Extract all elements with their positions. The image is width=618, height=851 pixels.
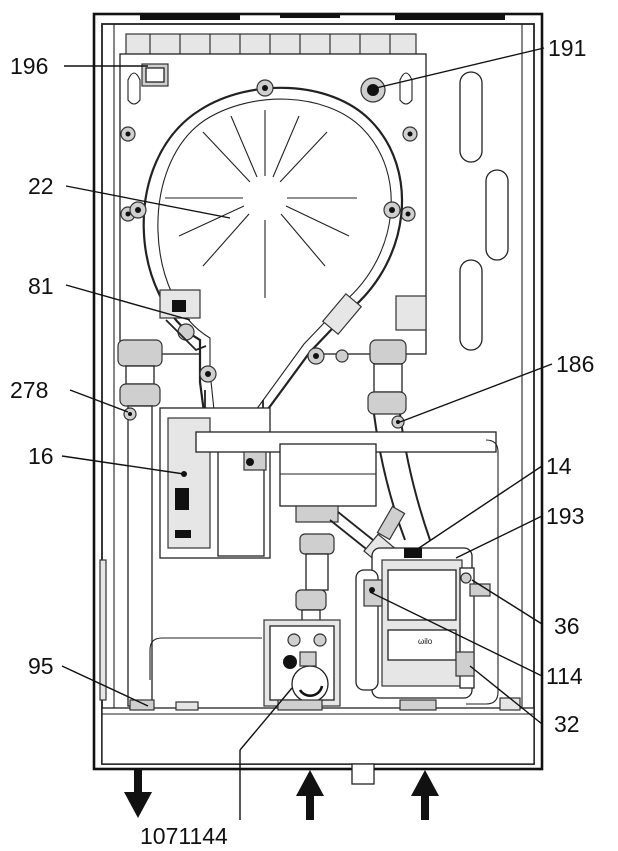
label-14: 14 [546, 453, 572, 479]
gas-supply-pipe [295, 533, 335, 629]
gas-valve [263, 619, 341, 707]
part-22-burner-housing [129, 79, 404, 445]
drawing-number: 1071144 [140, 823, 228, 849]
label-36: 36 [554, 613, 580, 639]
svg-text:ωilo: ωilo [418, 637, 433, 646]
leader-lines [61, 47, 553, 820]
label-196: 196 [10, 53, 48, 79]
label-193: 193 [546, 503, 584, 529]
label-114: 114 [546, 663, 583, 689]
label-22: 22 [28, 173, 54, 199]
label-186: 186 [556, 351, 594, 377]
part-16-control-box [159, 407, 271, 559]
arrow-up-inlet-1 [296, 770, 324, 820]
part-14-pump: ωilo [355, 547, 473, 699]
right-upper-fittings [367, 295, 427, 415]
label-32: 32 [554, 711, 580, 737]
left-flow-pipe [117, 339, 163, 707]
label-278: 278 [10, 377, 48, 403]
label-16: 16 [28, 443, 54, 469]
flow-arrows [124, 770, 439, 820]
label-95: 95 [28, 653, 54, 679]
part-196-sensor [141, 63, 169, 87]
part-191-air-vent [360, 77, 386, 103]
arrow-up-inlet-2 [411, 770, 439, 820]
side-panel-slots [459, 71, 509, 351]
right-return-pipe [373, 413, 431, 541]
part-32-valve [455, 651, 475, 677]
label-81: 81 [28, 273, 54, 299]
central-chamber [149, 431, 499, 705]
arrow-down-outlet [124, 770, 152, 818]
callout-labels: 196 191 22 81 278 186 16 14 193 36 95 11… [10, 35, 594, 849]
label-191: 191 [548, 35, 586, 61]
